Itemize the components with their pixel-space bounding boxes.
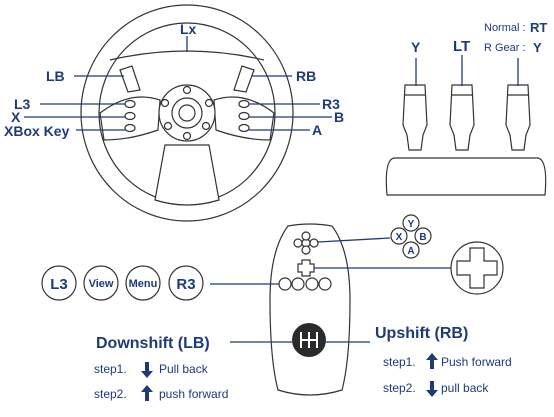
wheel-button-x [124, 111, 136, 121]
downshift-title: Downshift (LB) [96, 335, 210, 352]
label-rb: RB [296, 68, 316, 84]
face-button-x: X [396, 232, 403, 243]
round-buttons: L3 View Menu R3 [41, 265, 204, 301]
upshift-instructions: Upshift (RB) step1. Push forward step2. … [375, 325, 512, 397]
dpad-icon [450, 241, 504, 295]
wheel-button-xbox [124, 123, 136, 133]
face-button-b: B [419, 232, 426, 243]
pedal-label-middle: LT [453, 38, 470, 55]
label-x: X [11, 109, 21, 125]
upshift-title: Upshift (RB) [375, 325, 468, 342]
downshift-step1-text: Pull back [159, 362, 209, 376]
upshift-step2-prefix: step2. [383, 381, 416, 395]
pedal-label-left: Y [411, 39, 421, 55]
upshift-step1-text: Push forward [441, 355, 512, 369]
face-button-y: Y [408, 219, 415, 230]
wheel-button-b [238, 111, 250, 121]
downshift-instructions: Downshift (LB) step1. Pull back step2. p… [94, 335, 228, 401]
pedals: Y LT Normal : RT R Gear : Y [385, 20, 547, 196]
face-buttons: Y X B A [390, 214, 432, 259]
label-r3: R3 [322, 96, 340, 112]
label-a: A [312, 122, 322, 138]
label-b: B [334, 109, 344, 125]
round-button-menu: Menu [129, 278, 158, 290]
pedal-normal-value: RT [530, 20, 547, 35]
arrow-up-icon [426, 353, 438, 369]
pedal-rgear-prefix: R Gear : [484, 42, 526, 54]
label-lx: Lx [180, 21, 197, 37]
shifter: Y X B A L3 View Menu R3 [41, 214, 504, 396]
downshift-step2-text: push forward [159, 387, 228, 401]
label-lb: LB [46, 68, 65, 84]
upshift-step1-prefix: step1. [383, 355, 416, 369]
pedal-rgear-value: Y [533, 40, 542, 55]
wheel-button-l3 [124, 99, 136, 109]
arrow-down-icon [426, 381, 438, 397]
wheel-button-a [238, 123, 250, 133]
steering-wheel: Lx LB RB L3 X XBox Key R3 B A [4, 4, 344, 222]
label-xbox-key: XBox Key [4, 123, 70, 139]
round-button-r3: R3 [176, 276, 195, 293]
round-button-view: View [89, 278, 114, 290]
shift-knob-icon [292, 323, 326, 357]
downshift-step2-prefix: step2. [94, 387, 127, 401]
downshift-step1-prefix: step1. [94, 362, 127, 376]
arrow-down-icon [141, 362, 153, 378]
face-button-a: A [407, 246, 414, 257]
arrow-up-icon [141, 385, 153, 401]
label-l3: L3 [14, 96, 31, 112]
upshift-step2-text: pull back [441, 381, 489, 395]
dpad-small-icon [293, 231, 319, 255]
round-button-l3: L3 [50, 276, 68, 293]
wheel-button-r3 [238, 99, 250, 109]
pedal-normal-prefix: Normal : [484, 22, 526, 34]
